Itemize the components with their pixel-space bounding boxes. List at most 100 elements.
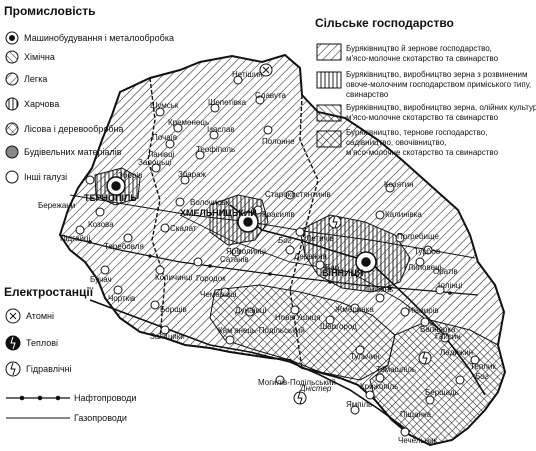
agriculture-legend-title: Сільське господарство	[315, 16, 454, 30]
legend-building-materials: Будівельних матеріалів	[24, 147, 122, 157]
city-label: Почаїв	[152, 133, 178, 142]
legend-thermal: Теплові	[26, 338, 59, 348]
city-label: Оратів	[433, 267, 458, 276]
city-label: Липовець	[408, 263, 444, 272]
industry-legend-icons	[5, 31, 19, 184]
city-label: Теребовля	[104, 242, 144, 251]
city-label: Підгайці	[60, 234, 91, 243]
city-label: Полонне	[262, 137, 295, 146]
regional-centre-markers	[106, 176, 377, 273]
city-label: Гнівань	[366, 285, 394, 294]
legend-forestry: Лісова і деревообробна	[24, 124, 124, 134]
city-label: Могилів-Подільський	[258, 378, 336, 387]
city-label: Теплик	[470, 362, 496, 371]
city-label: Ямпіль	[346, 400, 373, 409]
city-markers	[75, 75, 480, 437]
legend-chemical: Хімічна	[24, 52, 55, 62]
city-khmelnytskyi: ХМЕЛЬНИЦЬКИЙ	[180, 208, 257, 218]
city-label: Деражня	[294, 252, 327, 261]
city-label: Ланівці	[148, 150, 175, 159]
city-label: Борщів	[160, 305, 187, 314]
city-label: Нова Ушиця	[275, 313, 321, 322]
river-label-dniester: Дністер	[300, 384, 332, 393]
city-label: Чортків	[108, 294, 136, 303]
city-label: Шумськ	[150, 101, 179, 110]
agri-legend-swatches	[316, 43, 342, 148]
city-label: Старокостянтинів	[265, 190, 331, 199]
city-label: Вапнярка	[420, 325, 456, 334]
agri-zone-2-line2: овоче-молочним господарством приміського…	[346, 80, 532, 89]
city-label: Ладижин	[440, 348, 474, 357]
city-label: Немирів	[408, 306, 439, 315]
agri-zone-3-line1: Буряківництво, виробництво зерна, олійни…	[346, 103, 536, 112]
city-label: Козова	[88, 220, 114, 229]
agri-zone-2-line3: свинарство	[346, 90, 389, 99]
city-label: Козятин	[384, 180, 414, 189]
city-label: Шепетівка	[208, 98, 247, 107]
agri-zone-1-line2: м'ясо-молочне скотарство та свинарство	[346, 54, 499, 63]
agri-zone-4-line1: Буряківництво, тернове господарство,	[346, 128, 488, 137]
legend-oil-pipeline: Нафтопроводи	[74, 393, 137, 403]
city-label: Ярмолинці	[226, 247, 266, 256]
city-label: Збараж	[178, 170, 206, 179]
legend-atomic: Атомні	[26, 311, 54, 321]
city-label: Залоцьці	[138, 158, 172, 167]
river-label-bog: Бог	[278, 236, 292, 245]
pipeline-legend	[6, 395, 70, 419]
city-label: Жмеринка	[335, 305, 374, 314]
city-label: Летичів	[306, 234, 334, 243]
city-label: Кам'янець-Подільський	[218, 326, 305, 335]
city-label: Чемерівці	[200, 290, 237, 299]
city-label: Крижопіль	[360, 382, 399, 391]
legend-light: Легка	[24, 74, 48, 84]
agri-zone-2-line1: Буряківництво, виробництво зерна з розви…	[346, 70, 528, 79]
city-label: Городок	[196, 274, 226, 283]
city-label: Нетішин	[232, 70, 263, 79]
city-label: Славута	[255, 91, 286, 100]
city-label: Красилів	[262, 210, 295, 219]
city-label: Іллінці	[438, 281, 463, 290]
oblast-boundary	[147, 77, 166, 339]
legend-food: Харчова	[24, 99, 60, 109]
city-vinnytsia: ВІННИЦЯ	[322, 268, 364, 278]
legend-other: Інші галузі	[24, 172, 68, 182]
city-label: Ізяслав	[207, 125, 235, 134]
agri-zone-1-line1: Буряківництво й зернове господарство,	[346, 44, 492, 53]
city-label: Бучач	[90, 275, 112, 284]
city-label: Чечельник	[398, 436, 438, 445]
oil-pipeline-dots	[88, 240, 452, 295]
city-label: Скалат	[170, 224, 197, 233]
city-label: Томашпіль	[376, 365, 417, 374]
city-label: Тульчин	[350, 352, 380, 361]
city-label: Кременець	[168, 118, 210, 127]
city-label: Гайсин	[435, 332, 461, 341]
legend-machine-building: Машинобудування і металообробка	[24, 33, 174, 43]
map-power-stations	[259, 63, 432, 405]
industry-legend-title: Промисловість	[4, 4, 96, 18]
city-label: Бершадь	[425, 388, 459, 397]
city-label: Зборів	[118, 171, 143, 180]
city-label: Сатанів	[220, 255, 249, 264]
agri-zone-4-line2: садівництво, овочівництво,	[346, 138, 447, 147]
city-label: Бережани	[38, 201, 76, 210]
city-label: Волочиськ	[190, 198, 229, 207]
legend-hydro: Гідравлічні	[26, 364, 72, 374]
legend-gas-pipeline: Газопроводи	[74, 413, 127, 423]
power-legend-icons	[5, 308, 21, 377]
agri-zone-4-line3: м'ясо-молочне скотарство та свинарство	[346, 148, 499, 157]
zone-diag-southeast	[369, 319, 506, 446]
city-label: Копичинці	[155, 273, 193, 282]
agri-zone-3-line2: м'ясо-молочне скотарство та свинарство	[346, 113, 499, 122]
city-ternopil: ТЕРНОПІЛЬ	[84, 193, 137, 203]
city-label: Шаргород	[320, 322, 357, 331]
city-label: Дунаївці	[235, 306, 267, 315]
power-legend-title: Електростанції	[4, 285, 94, 299]
gas-pipeline-line	[69, 194, 476, 259]
city-label: Погребище	[397, 232, 439, 241]
city-label: Турбов	[414, 247, 441, 256]
city-label: Теофіполь	[196, 145, 236, 154]
city-label: Заліщики	[150, 332, 185, 341]
river-label-bog-2: Бог	[475, 372, 489, 381]
